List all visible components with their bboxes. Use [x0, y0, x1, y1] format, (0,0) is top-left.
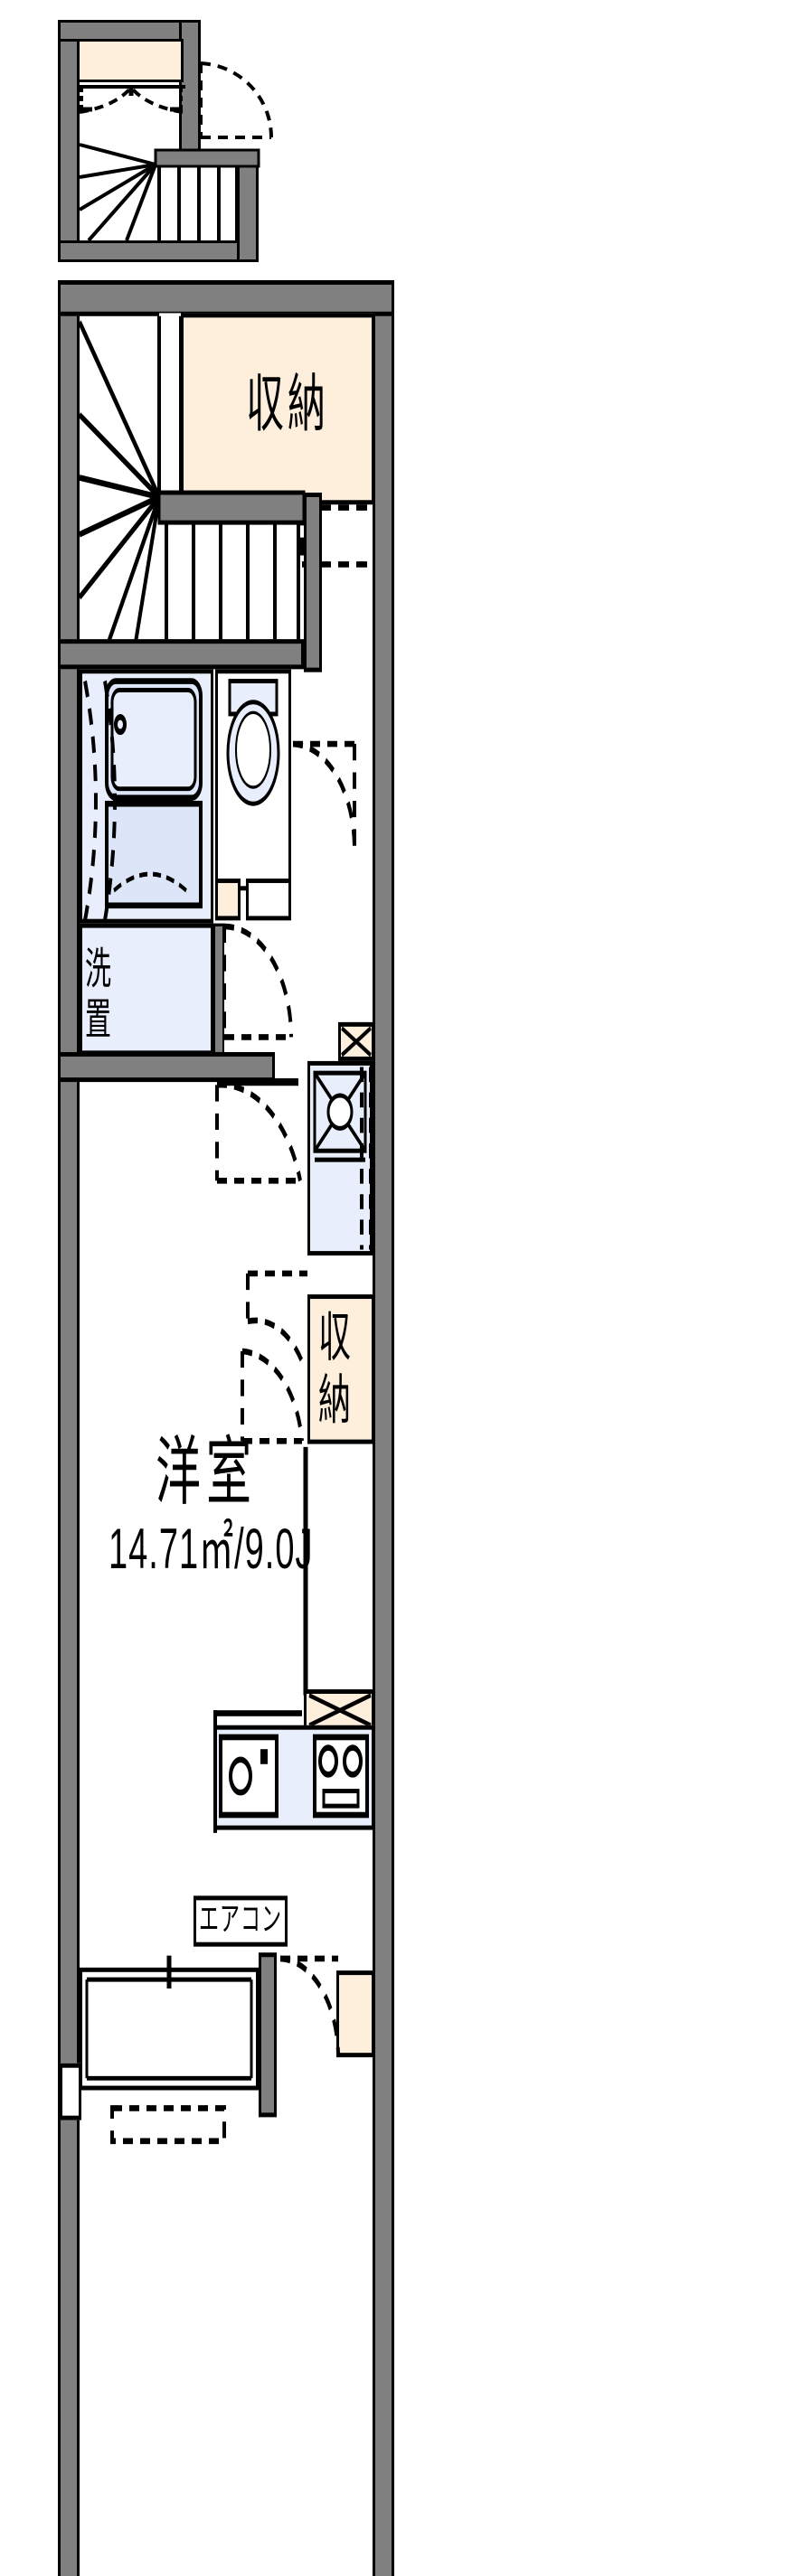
storage-mid-label-1: 収 — [318, 1307, 352, 1369]
washroom-right-wall — [213, 923, 224, 1056]
storage-mid-label-2: 納 — [318, 1370, 352, 1433]
main-wall-left — [58, 280, 80, 2576]
kitchen-counter-rail — [213, 1710, 302, 1716]
storage-upper-room — [181, 313, 374, 505]
aircon-box: エアコン — [194, 1895, 288, 1947]
hall-right-wall-upper — [304, 493, 322, 672]
balcony-divider-wall — [259, 1952, 277, 2118]
toilet-room — [215, 669, 291, 891]
kitchen-counter — [213, 1725, 374, 1830]
upper-wall-bottom — [58, 240, 259, 262]
stair-lower-divider — [58, 639, 304, 670]
main-wall-right — [373, 280, 394, 2576]
storage-mid-room — [307, 1294, 374, 1444]
upper-closet — [77, 39, 184, 82]
entry-shoe-cabinet — [336, 1970, 374, 2058]
aircon-label: エアコン — [198, 1902, 282, 1940]
upper-wall-right — [237, 150, 259, 262]
toilet-side-box — [246, 878, 291, 921]
main-room-area: 14.71㎡/9.0J — [109, 1518, 314, 1582]
balcony-window — [80, 1967, 259, 2091]
main-room-name: 洋室 — [156, 1429, 257, 1517]
kitchen-counter-left-rail — [213, 1710, 217, 1833]
upper-wall-left — [58, 20, 80, 262]
washroom-lower-wall — [58, 1051, 275, 1083]
bottom-left-post — [60, 2063, 81, 2120]
vanity-top-cabinet — [338, 1021, 374, 1061]
upper-closet-door-right — [179, 87, 183, 112]
washroom-label-2: 置 — [85, 993, 114, 1045]
toilet-side-nook — [215, 878, 241, 921]
bathroom — [80, 669, 213, 924]
vanity-unit — [307, 1060, 373, 1256]
washroom-label-1: 洗 — [85, 943, 114, 994]
storage-upper-label: 収納 — [246, 366, 330, 441]
main-wall-top — [58, 280, 394, 316]
upper-closet-door-left — [80, 87, 83, 112]
